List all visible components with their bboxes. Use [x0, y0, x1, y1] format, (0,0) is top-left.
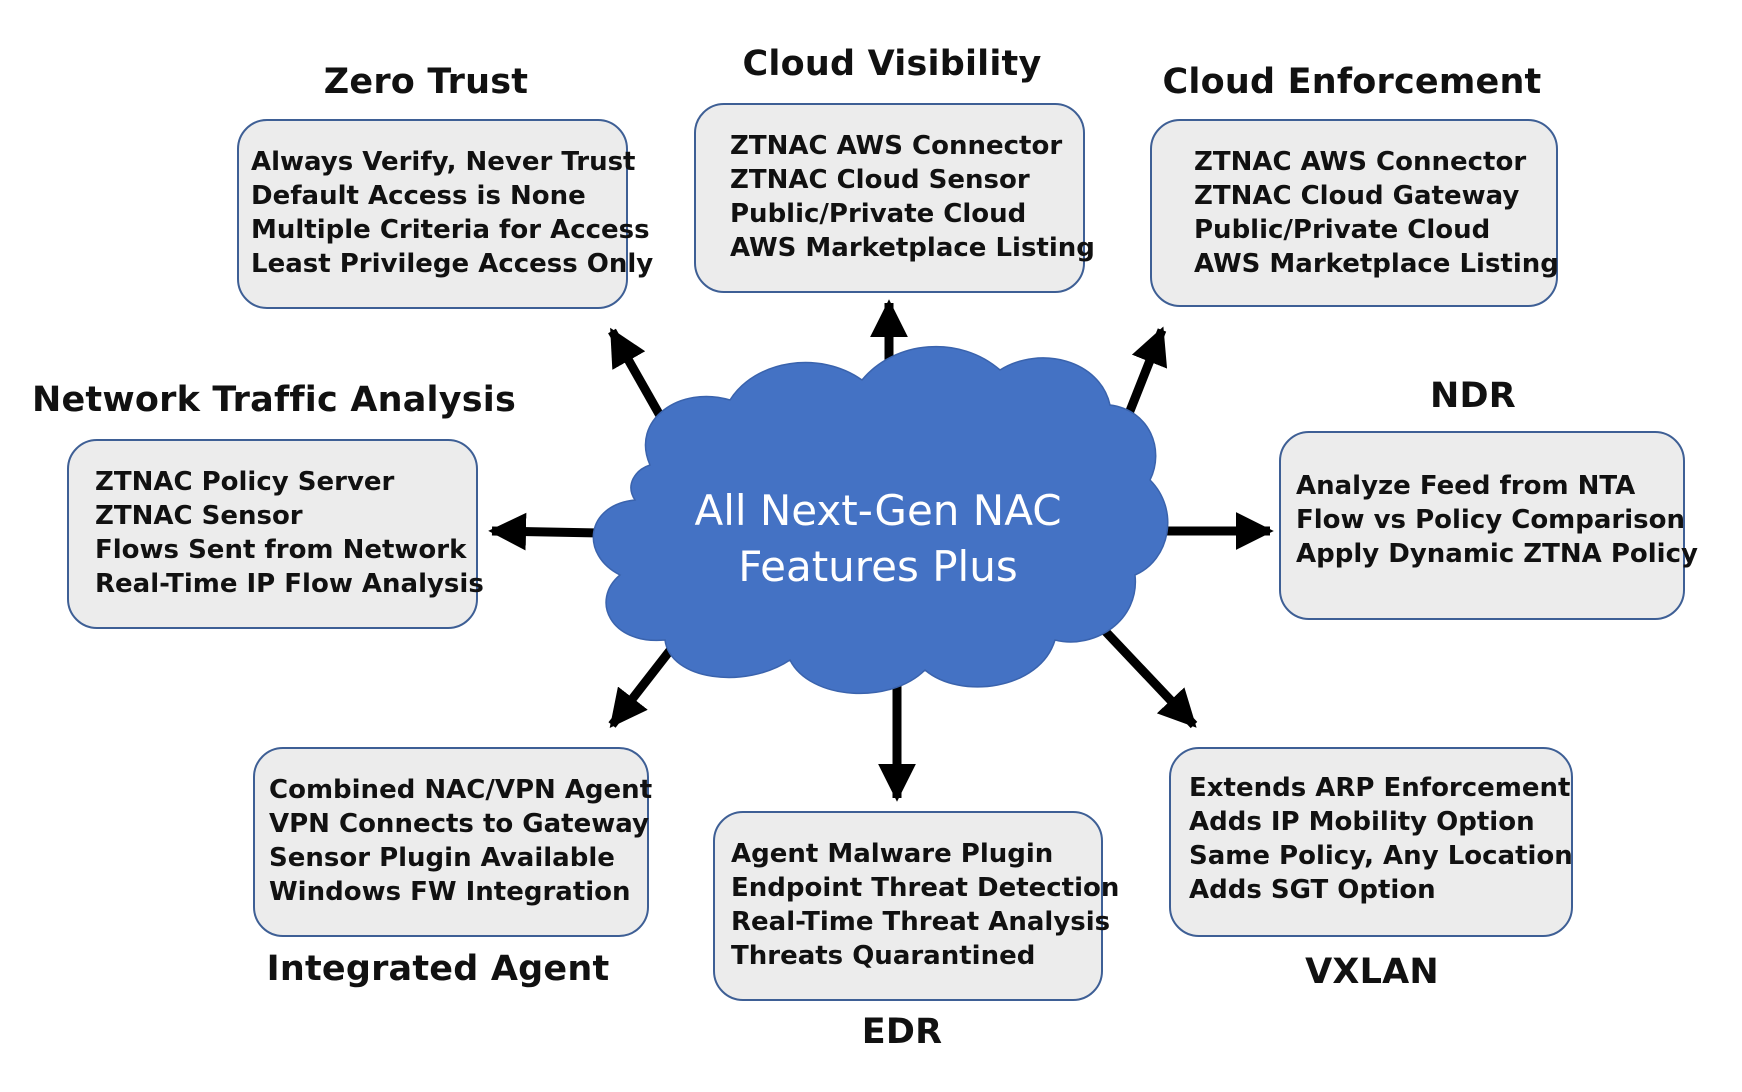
cloud-visibility-title: Cloud Visibility: [742, 44, 1042, 84]
list-item: Combined NAC/VPN Agent: [269, 775, 653, 805]
cloud-enforcement-box: ZTNAC AWS Connector ZTNAC Cloud Gateway …: [1150, 119, 1559, 307]
edr-box: Agent Malware Plugin Endpoint Threat Det…: [713, 811, 1119, 1001]
list-item: Real-Time Threat Analysis: [731, 907, 1111, 937]
list-item: Multiple Criteria for Access: [251, 215, 650, 245]
list-item: VPN Connects to Gateway: [269, 809, 649, 839]
center-label: All Next-Gen NAC Features Plus: [694, 483, 1061, 595]
arrow-to-integrated-agent: [608, 641, 679, 728]
network-traffic-analysis-box: ZTNAC Policy Server ZTNAC Sensor Flows S…: [67, 439, 484, 629]
list-item: Default Access is None: [251, 181, 586, 211]
zero-trust-box: Always Verify, Never Trust Default Acces…: [237, 119, 653, 309]
list-item: Always Verify, Never Trust: [251, 147, 636, 177]
list-item: ZTNAC Cloud Gateway: [1194, 181, 1520, 211]
list-item: ZTNAC Sensor: [95, 501, 303, 531]
cloud-enforcement-title: Cloud Enforcement: [1162, 62, 1542, 102]
center-label-line2: Features Plus: [738, 542, 1018, 591]
zero-trust-title: Zero Trust: [323, 62, 529, 102]
list-item: Windows FW Integration: [269, 877, 631, 907]
ndr-box: Analyze Feed from NTA Flow vs Policy Com…: [1279, 431, 1698, 620]
list-item: Real-Time IP Flow Analysis: [95, 569, 484, 599]
list-item: ZTNAC Cloud Sensor: [730, 165, 1030, 195]
list-item: AWS Marketplace Listing: [1194, 249, 1559, 279]
cloud-shape: [592, 345, 1169, 695]
list-item: Flow vs Policy Comparison: [1296, 505, 1686, 535]
list-item: AWS Marketplace Listing: [730, 233, 1095, 263]
vxlan-box: Extends ARP Enforcement Adds IP Mobility…: [1169, 747, 1573, 937]
list-item: ZTNAC AWS Connector: [730, 131, 1063, 161]
list-item: Sensor Plugin Available: [269, 843, 615, 873]
list-item: Apply Dynamic ZTNA Policy: [1296, 539, 1698, 569]
list-item: ZTNAC Policy Server: [95, 467, 395, 497]
integrated-agent-title: Integrated Agent: [266, 949, 610, 989]
list-item: Agent Malware Plugin: [731, 839, 1054, 869]
list-item: Analyze Feed from NTA: [1296, 471, 1636, 501]
arrow-to-network-traffic-analysis: [488, 512, 601, 551]
list-item: Threats Quarantined: [731, 941, 1036, 971]
list-item: Flows Sent from Network: [95, 535, 467, 565]
list-item: Public/Private Cloud: [730, 199, 1027, 229]
vxlan-title: VXLAN: [1305, 952, 1439, 992]
cloud-visibility-box: ZTNAC AWS Connector ZTNAC Cloud Sensor P…: [694, 103, 1095, 293]
center-label-line1: All Next-Gen NAC: [694, 486, 1062, 535]
list-item: Least Privilege Access Only: [251, 249, 654, 279]
integrated-agent-box: Combined NAC/VPN Agent VPN Connects to G…: [253, 747, 653, 937]
list-item: Same Policy, Any Location: [1189, 841, 1573, 871]
ndr-title: NDR: [1430, 376, 1516, 416]
list-item: Endpoint Threat Detection: [731, 873, 1120, 903]
list-item: Public/Private Cloud: [1194, 215, 1491, 245]
arrow-to-cloud-enforcement: [1119, 326, 1168, 428]
list-item: ZTNAC AWS Connector: [1194, 147, 1527, 177]
list-item: Extends ARP Enforcement: [1189, 773, 1571, 803]
list-item: Adds SGT Option: [1189, 875, 1436, 905]
edr-title: EDR: [861, 1012, 943, 1052]
list-item: Adds IP Mobility Option: [1189, 807, 1535, 837]
arrow-to-zero-trust: [608, 327, 671, 431]
network-traffic-analysis-title: Network Traffic Analysis: [31, 380, 517, 420]
